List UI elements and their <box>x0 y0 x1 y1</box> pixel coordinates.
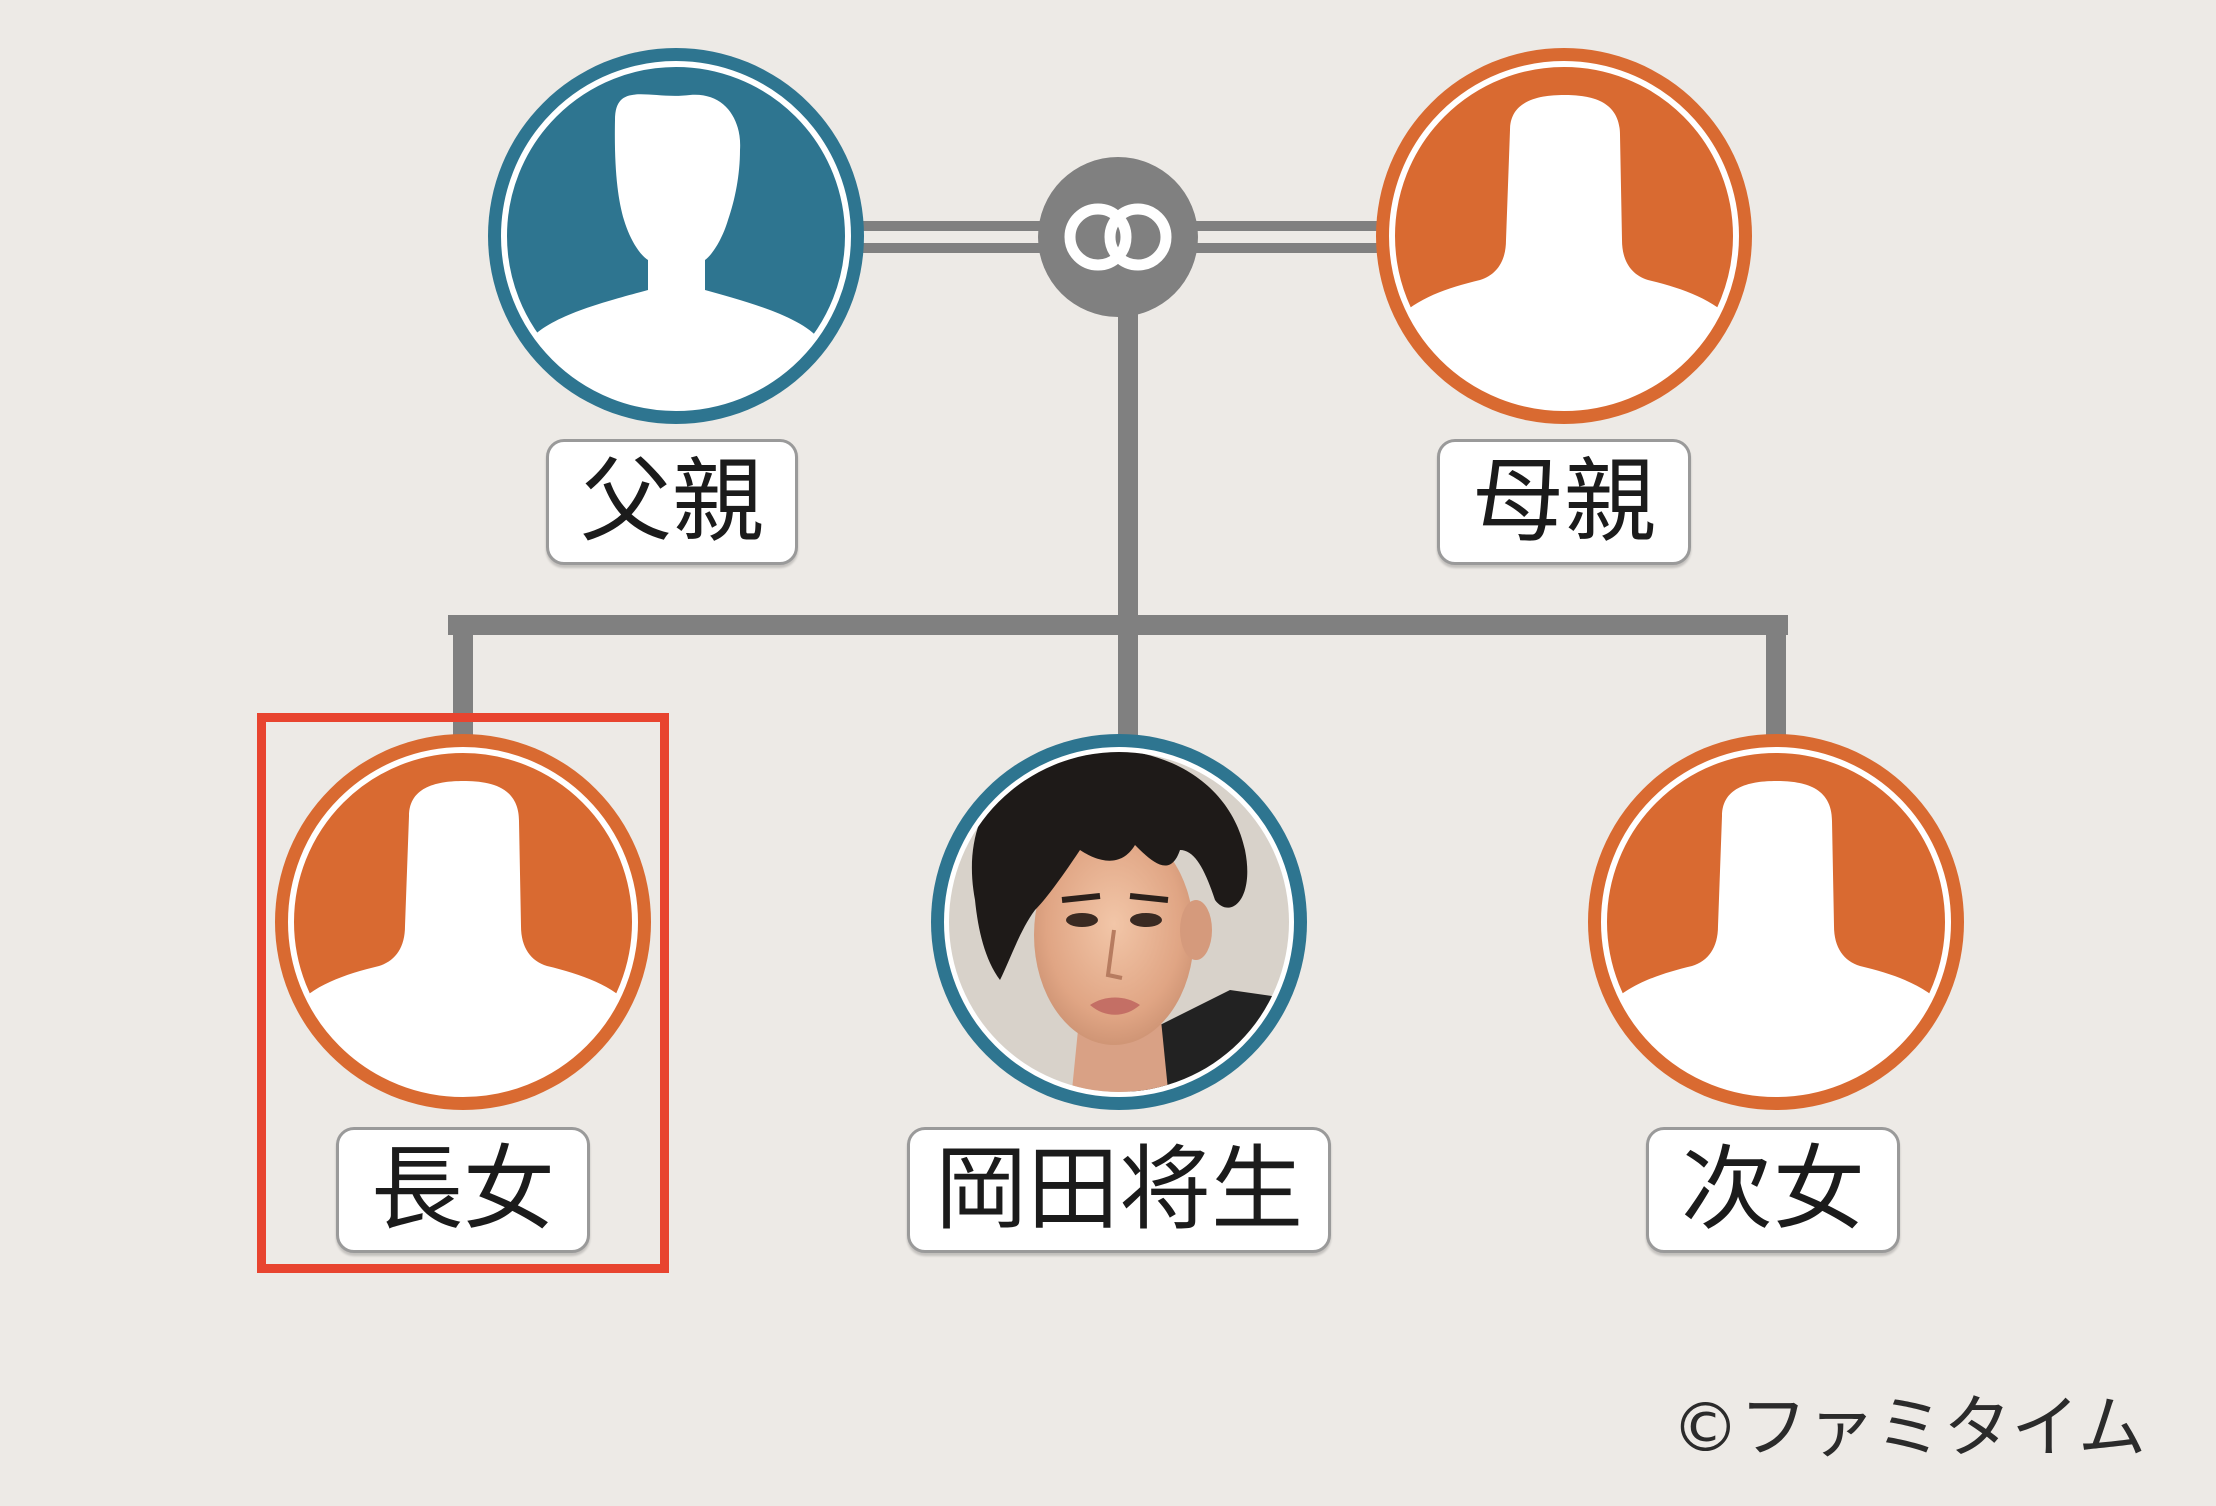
eldest-daughter-avatar <box>275 734 651 1110</box>
subject-avatar <box>931 734 1307 1110</box>
connector-lines <box>448 221 1788 750</box>
second-daughter-label: 次女 <box>1646 1127 1900 1253</box>
female-silhouette-icon <box>1394 95 1734 406</box>
mother-label: 母親 <box>1437 439 1691 565</box>
marriage-rings-icon <box>1038 157 1198 317</box>
second-daughter-avatar <box>1588 734 1964 1110</box>
female-silhouette-icon <box>1606 781 1946 1092</box>
subject-label: 岡田将生 <box>907 1127 1331 1253</box>
male-silhouette-icon <box>520 94 830 406</box>
highlight-frame <box>257 713 669 1273</box>
copyright-text: ©ファミタイム <box>1671 1389 2146 1468</box>
eldest-daughter-label: 長女 <box>336 1127 590 1253</box>
portrait-photo-icon <box>949 752 1289 1092</box>
mother-avatar <box>1376 48 1752 424</box>
father-avatar <box>488 48 864 424</box>
female-silhouette-icon <box>293 781 633 1092</box>
father-label: 父親 <box>546 439 798 565</box>
